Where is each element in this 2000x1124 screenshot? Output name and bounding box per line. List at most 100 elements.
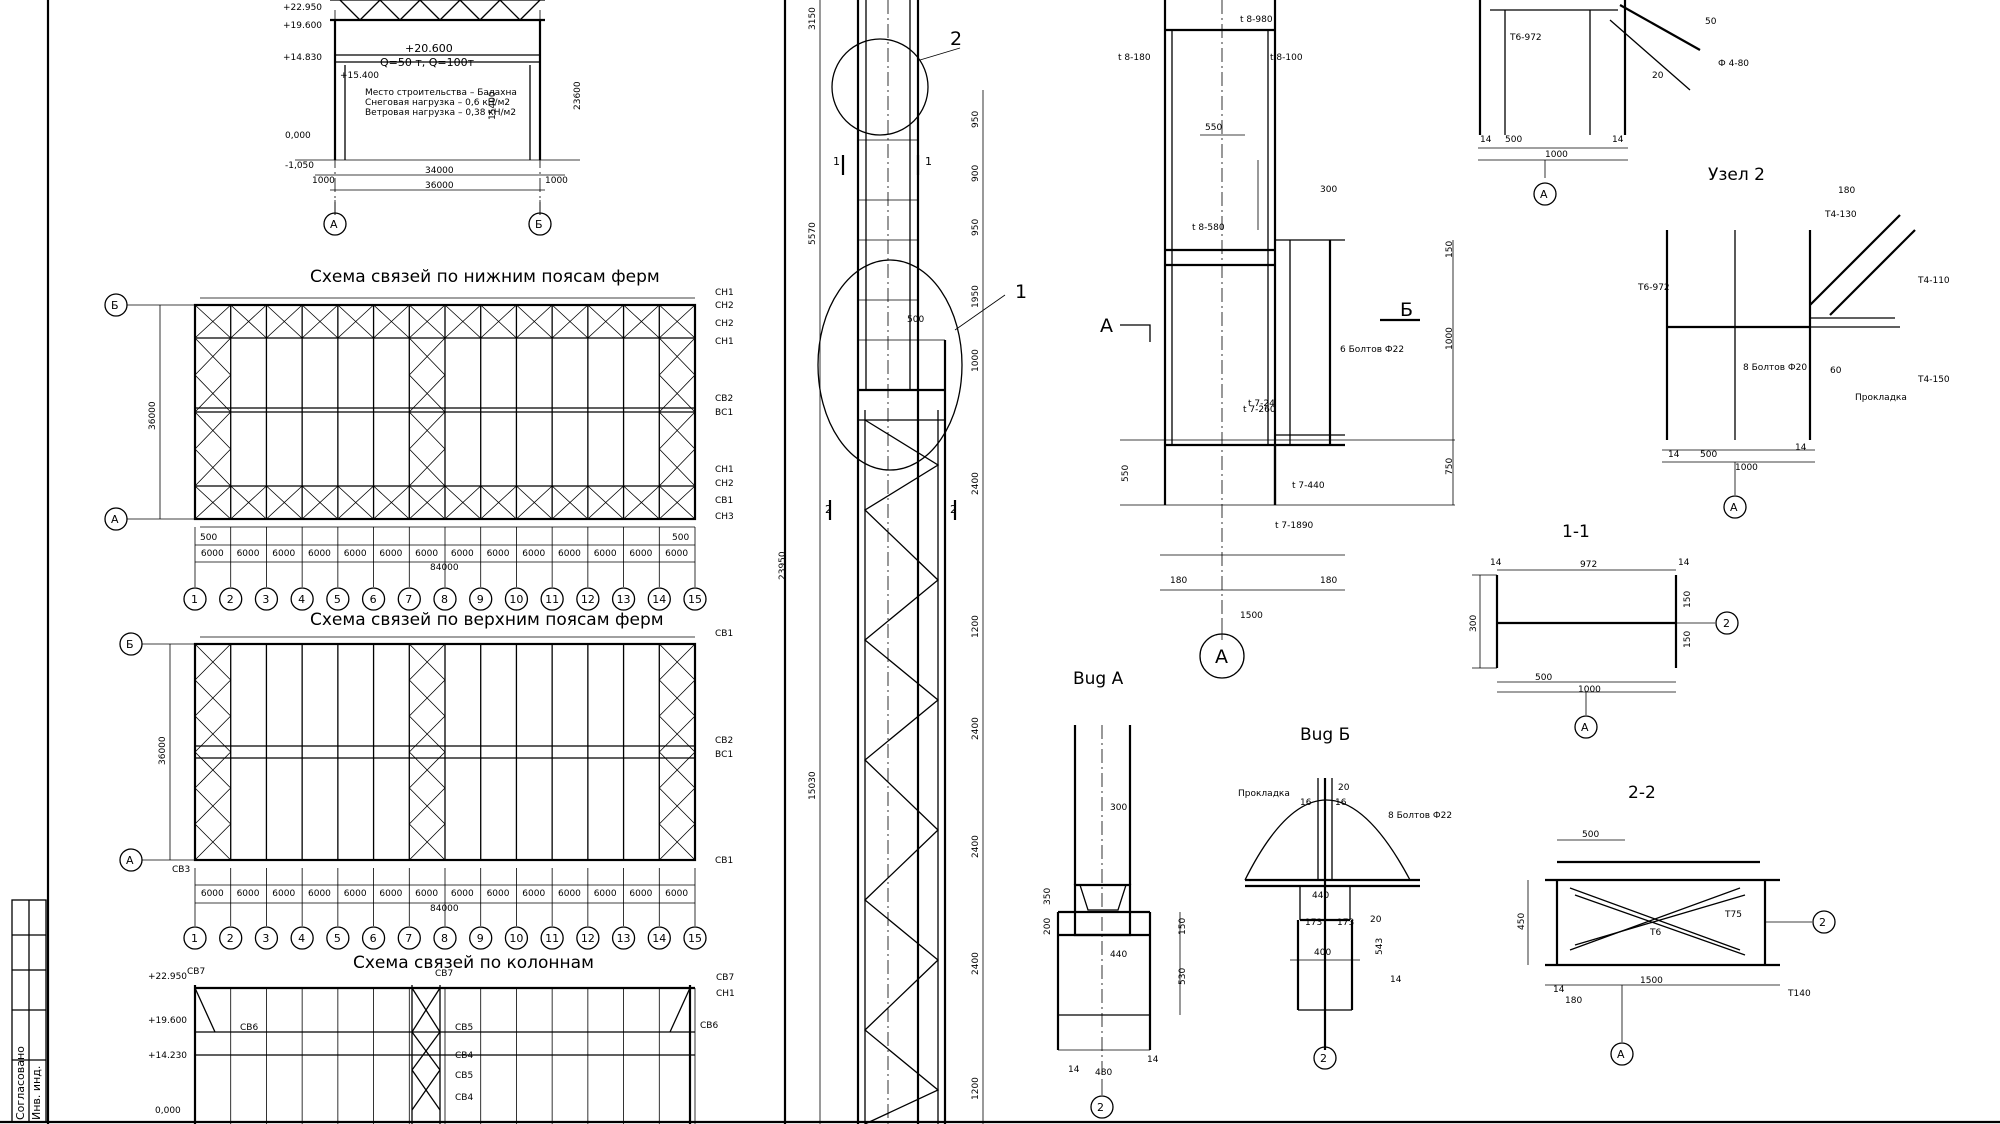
upper-brace-0-824-b (194, 823, 231, 861)
node1-cut-b: Б (1400, 299, 1413, 321)
column-elevation: 2 1 1 1 2 2 950 900 950 1950 1000 2400 1… (778, 0, 1027, 1124)
title-columns: Схема связей по колоннам (353, 953, 594, 973)
top-dim-5: 20 (1652, 71, 1664, 81)
sec11-axis: А (1581, 721, 1589, 734)
node1-label-5: t 7-440 (1292, 481, 1325, 491)
upper-bay-dim-11: 6000 (594, 889, 617, 899)
upper-brace-0-752-b (194, 751, 231, 789)
upper-brace-0-680-b (194, 679, 231, 717)
lower-bay-dim-0: 6000 (201, 549, 224, 559)
lower-bay-dim-4: 6000 (344, 549, 367, 559)
lower-axis-bubble-10 (504, 587, 529, 611)
upper-axis-label-4: 4 (298, 932, 305, 945)
node2-label-2: Т4-110 (1917, 276, 1950, 286)
upper-axis-bubble-14 (647, 926, 671, 950)
lower-axis-label-9: 9 (477, 593, 484, 606)
node2-detail: Узел 2 Т6-972 Т4-130 Т4-110 8 Болтов Ф20… (1637, 165, 1950, 519)
lower-label-1: СН2 (715, 301, 734, 311)
col-label-3: СВ5 (455, 1023, 473, 1033)
upper-brace-0-788-b (194, 787, 231, 825)
col-dim-r3: 1950 (971, 285, 981, 308)
top-dim-3: 14 (1612, 135, 1624, 145)
lower-axis-label-15: 15 (688, 593, 702, 606)
frame-elev-5: -1,050 (285, 161, 314, 171)
upper-axis-bubble-9 (469, 926, 493, 950)
lower-axis-bubble-2 (219, 587, 243, 611)
lower-bay-dim-1: 6000 (237, 549, 260, 559)
frame-dim-2: 1000 (312, 176, 335, 186)
upper-axis-bubble-2 (219, 926, 243, 950)
upper-axis-bubble-7 (397, 926, 421, 950)
upper-axis-bubble-5 (326, 926, 350, 950)
upper-axis-label-15: 15 (688, 932, 702, 945)
lower-brace-0-9-b (516, 304, 553, 339)
lower-axis-label-4: 4 (298, 593, 305, 606)
sec11-dim-7: 14 (1678, 558, 1690, 568)
viewb-dim-4: 440 (1312, 891, 1329, 901)
upper-axis-bubble-6 (361, 926, 386, 950)
lower-label-3: СН1 (715, 337, 734, 347)
lower-brace-0-2-b (266, 304, 303, 339)
col-label-5: СВ5 (455, 1071, 473, 1081)
title-node2: Узел 2 (1708, 165, 1765, 185)
lower-bay-dim-8: 6000 (487, 549, 510, 559)
sec22-dim-2: 1500 (1640, 976, 1663, 986)
lower-brace-1-7-b (444, 485, 481, 520)
node1-label-8: t 7-24 (1248, 399, 1275, 409)
upper-brace-0-716-b (194, 715, 231, 753)
lower-brace-1-1-b (230, 485, 267, 520)
upper-label-0: СВ1 (715, 629, 733, 639)
lower-brace-0-5-b (373, 304, 410, 339)
stamp-line-1: Согласовано (14, 1046, 27, 1120)
lower-endbrace-6-449-b (408, 448, 446, 487)
lower-axis-bubble-9 (469, 587, 493, 611)
lower-brace-1-11-b (587, 485, 624, 520)
col-dim-r4: 1000 (971, 349, 981, 372)
frame-elev-0: +22.950 (283, 3, 322, 13)
title-lower-chords: Схема связей по нижним поясам ферм (310, 267, 660, 287)
top-dim-2: 1000 (1545, 150, 1568, 160)
lower-brace-1-12-b (623, 485, 660, 520)
col-label-8: СВ6 (700, 1021, 718, 1031)
upper-axis-label-14: 14 (652, 932, 666, 945)
lower-axis-label-11: 11 (545, 593, 559, 606)
lower-axis-label-8: 8 (441, 593, 448, 606)
lower-axis-bubble-1 (183, 587, 207, 611)
viewb-dim-8: 543 (1375, 938, 1385, 955)
lower-label-7: СН2 (715, 479, 734, 489)
lower-brace-0-4-b (337, 304, 374, 339)
title-view-a: Bug A (1073, 669, 1124, 689)
viewa-dim-7: 200 (1043, 918, 1053, 935)
lower-brace-1-5-b (373, 485, 410, 520)
sec22-dim-4: 180 (1565, 996, 1582, 1006)
frame-load: Q=50 т, Q=100т (380, 56, 475, 69)
lower-axis-label-5: 5 (334, 593, 341, 606)
lower-brace-0-3-b (301, 304, 339, 339)
lower-label-0: СН1 (715, 288, 734, 298)
upper-axis-label-7: 7 (405, 932, 412, 945)
upper-label-1: СВ2 (715, 736, 733, 746)
upper-axis-label-8: 8 (441, 932, 448, 945)
lower-axis-bubble-12 (576, 587, 600, 611)
viewa-dim-1: 440 (1110, 950, 1127, 960)
node2-label-4: Т4-150 (1917, 375, 1950, 385)
section-11: 1-1 972 300 500 1000 150 150 14 14 2 А (1469, 522, 1739, 739)
top-label-0: Т6-972 (1509, 33, 1542, 43)
upper-brace-6-752-b (409, 751, 446, 789)
upper-axis-bubble-15 (683, 926, 707, 950)
lower-brace-0-6-b (409, 304, 446, 339)
viewb-dim-9: 14 (1390, 975, 1402, 985)
col-label-9: СВ7 (716, 973, 734, 983)
node1-dim-0: 300 (1320, 185, 1337, 195)
viewb-circle: 2 (1320, 1052, 1327, 1065)
upper-label-3: СВ1 (715, 856, 733, 866)
lower-axis-bubble-7 (397, 587, 421, 611)
col-dim-r9: 2400 (971, 952, 981, 975)
col-dim-l3: 15030 (808, 771, 818, 800)
col-label-0: СВ7 (187, 967, 205, 977)
title-view-b: Bug Б (1300, 725, 1350, 745)
node1-axis: А (1215, 646, 1228, 668)
node2-label-1: Т4-130 (1824, 210, 1857, 220)
col-elev-1: +19.600 (148, 1016, 187, 1026)
lower-axis-bubble-8 (433, 587, 457, 611)
